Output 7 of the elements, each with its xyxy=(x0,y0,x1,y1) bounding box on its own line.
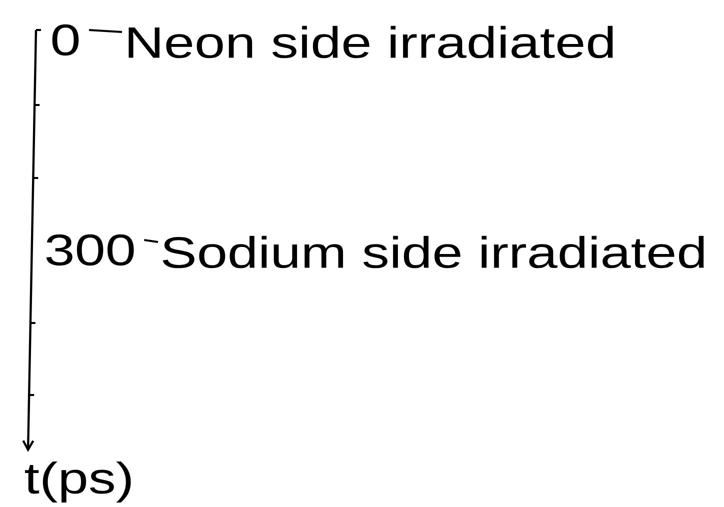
leader-line xyxy=(88,29,122,33)
time-label: 300 xyxy=(46,234,134,266)
time-label: 0 xyxy=(52,24,79,56)
leader-line xyxy=(144,239,158,243)
axis-label: t(ps) xyxy=(25,462,131,502)
event-label: Neon side irradiated xyxy=(128,26,613,58)
event-label: Sodium side irradiated xyxy=(162,236,704,268)
